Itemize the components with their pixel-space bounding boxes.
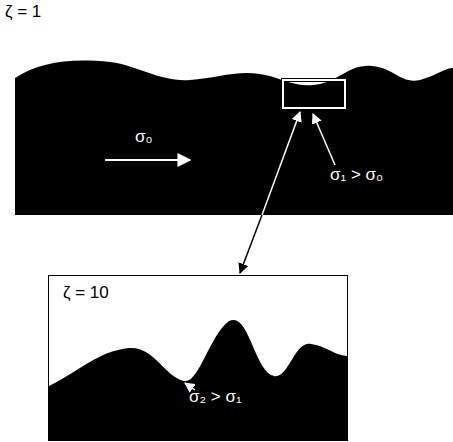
rough-surface xyxy=(49,320,348,441)
scale-label: ζ = 10 xyxy=(63,284,109,303)
zoom-window xyxy=(283,80,345,108)
stress-label: σ₀ xyxy=(135,128,153,147)
zoom-inset: ζ = 10 σ₂ > σ₁ xyxy=(48,275,348,441)
leader-arrow xyxy=(313,114,335,165)
stress-label: σ₁ > σ₀ xyxy=(330,166,383,185)
zoom-window-inner xyxy=(283,80,345,108)
zoom-line xyxy=(240,215,262,273)
zoom-line xyxy=(262,112,300,215)
scale-label: ζ = 1 xyxy=(5,3,41,22)
stress-arrow xyxy=(105,159,190,161)
rough-surface xyxy=(15,61,453,215)
stress-label: σ₂ > σ₁ xyxy=(189,388,242,407)
